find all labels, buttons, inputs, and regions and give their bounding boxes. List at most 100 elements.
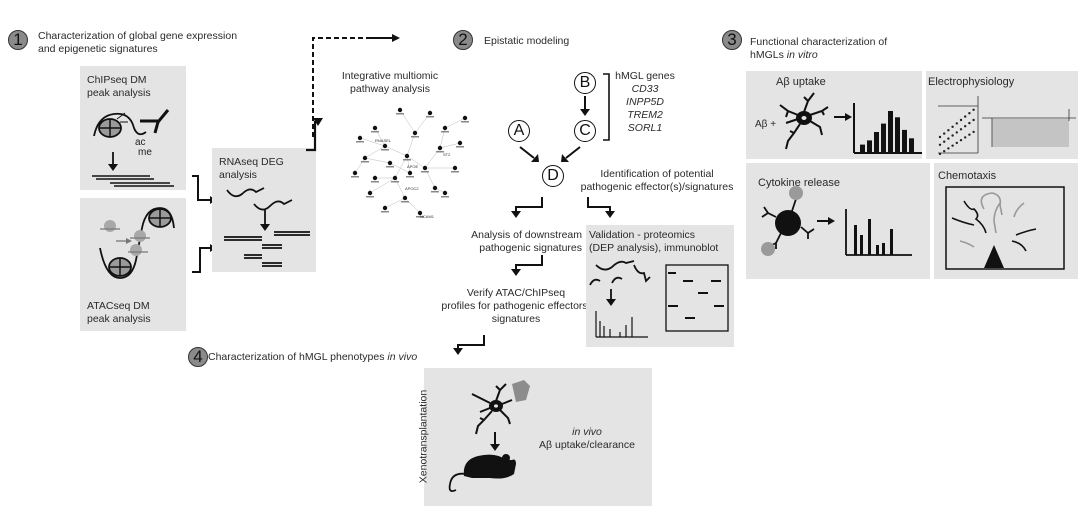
chipseq-panel: ChIPseq DM peak analysis ac me [80, 66, 186, 190]
amyloid-plaque-icon [512, 380, 530, 402]
iv-point [959, 138, 963, 142]
iv-point [951, 125, 954, 128]
acetylation-mark: ac [135, 137, 146, 148]
chipseq-label-line1: ChIPseq DM [87, 74, 147, 86]
step-3-title-line1: Functional characterization of [750, 36, 888, 48]
deg-tracks [224, 231, 310, 267]
methylation-mark: me [138, 147, 152, 158]
iv-point [955, 141, 958, 145]
iv-point [972, 118, 975, 122]
network-node-label: ST2 [443, 152, 451, 157]
node-a: A [508, 120, 530, 142]
network-node [417, 210, 423, 216]
gene-trem2: TREM2 [627, 109, 663, 121]
cytokine-bar [890, 229, 893, 255]
arrow-right-icon [828, 217, 835, 225]
atacseq-label-line2: peak analysis [87, 313, 151, 325]
step-3-number-badge: 3 [722, 30, 742, 50]
iv-point [951, 134, 954, 137]
network-node [422, 165, 428, 171]
dna-strand [93, 112, 147, 137]
iv-curve-points [938, 108, 975, 156]
hmgl-genes-list: hMGL genes CD33 INPP5D TREM2 SORL1 [605, 70, 685, 135]
iv-point [955, 131, 958, 134]
node-b: B [574, 72, 596, 94]
network-node [372, 175, 378, 181]
verify-profiles-label: Verify ATAC/ChIPseq profiles for pathoge… [436, 287, 596, 326]
network-node [442, 190, 448, 196]
epistasis-arrows [519, 73, 610, 162]
arrow-down-icon [490, 444, 500, 451]
network-node [372, 125, 378, 131]
arrow-c-to-d [561, 154, 569, 162]
mass-spectrum [595, 311, 648, 338]
validation-line2: (DEP analysis), immunoblot [589, 242, 719, 254]
nucleosome-icon [108, 257, 132, 277]
in-vivo-result-italic: in vivo [572, 426, 602, 438]
network-node [427, 110, 433, 116]
downstream-line1: Analysis of downstream [471, 229, 582, 241]
network-node [452, 165, 458, 171]
cytokine-bar [876, 245, 879, 255]
proteomics-illustration [589, 260, 729, 338]
histogram-bar [909, 138, 914, 153]
nucleosome-icon [148, 208, 172, 228]
atacseq-illustration [99, 207, 175, 279]
iv-point [947, 137, 950, 140]
abeta-uptake-label: Aβ uptake [776, 76, 826, 88]
iv-point [964, 115, 967, 118]
arrow-right-icon [392, 34, 400, 42]
mrna-icon [253, 199, 293, 211]
identification-line1: Identification of potential [600, 168, 714, 180]
network-node [437, 145, 443, 151]
integrative-label-line2: pathway analysis [350, 83, 430, 95]
step-2-title: Epistatic modeling [484, 35, 570, 47]
hmgl-genes-heading: hMGL genes [615, 70, 675, 82]
current-trace-lines [992, 119, 1069, 147]
immunoblot-membrane [665, 264, 729, 332]
iv-point [972, 130, 975, 134]
dashed-arrow-to-epistatic [306, 34, 400, 152]
histogram-bar [888, 111, 893, 153]
rnaseq-label-line1: RNAseq DEG [219, 156, 284, 168]
iv-point [964, 125, 967, 128]
arrow-b-to-c [580, 109, 590, 116]
identification-line2: pathogenic effector(s)/signatures [580, 181, 734, 193]
electrophysiology-label: Electrophysiology [928, 76, 1015, 88]
abeta-plus-label: Aβ + [755, 119, 777, 130]
network-node [457, 140, 463, 146]
arrow-to-downstream [511, 211, 521, 218]
iv-point [947, 129, 950, 132]
step-3-title-italic: in vitro [786, 49, 818, 61]
cytokine-release-label: Cytokine release [758, 177, 840, 189]
rnaseq-illustration [224, 187, 310, 267]
network-node [412, 130, 418, 136]
arrow-to-validation [605, 211, 615, 218]
network-node [402, 195, 408, 201]
iv-point [968, 133, 971, 136]
verify-line1: Verify ATAC/ChIPseq [466, 287, 566, 299]
iv-point [959, 118, 963, 122]
histogram-bar [874, 132, 879, 153]
step-1-number-badge: 1 [8, 30, 28, 50]
iv-point [964, 136, 967, 139]
arrow-a-to-d [531, 154, 539, 162]
cytokine-illustration [761, 186, 912, 256]
cytokine-bar-chart [845, 209, 912, 256]
network-node [392, 175, 398, 181]
iv-curve-plot [938, 96, 979, 154]
cytokine-icon [789, 186, 803, 200]
step-4-title-italic: in vivo [387, 351, 418, 363]
step-2-number-badge: 2 [453, 30, 473, 50]
gene-inpp5d: INPP5D [626, 96, 664, 108]
atacseq-label: ATACseq DM peak analysis [87, 300, 151, 326]
network-node [462, 115, 468, 121]
iv-point [968, 112, 971, 115]
cell-icon [775, 210, 801, 236]
step-3-title-prefix: hMGLs [750, 49, 787, 61]
arrow-right-icon [845, 113, 852, 121]
protein-icons [589, 260, 651, 286]
iv-point [943, 149, 946, 153]
gene-sorl1: SORL1 [627, 122, 663, 134]
